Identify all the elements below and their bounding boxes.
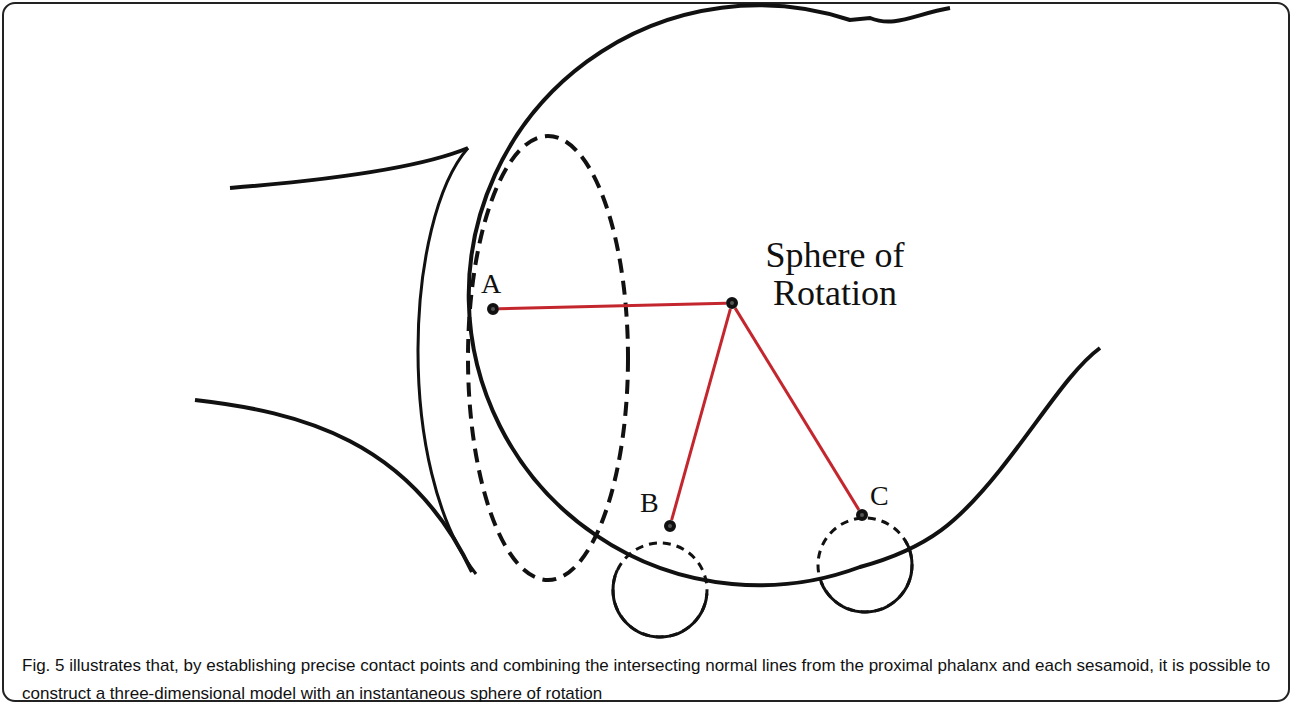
point-label: A — [481, 269, 501, 298]
sesamoid — [818, 518, 912, 612]
normal-line — [735, 308, 859, 510]
phalanx-outline — [195, 400, 472, 572]
metatarsal-head — [469, 5, 1100, 585]
sesamoid — [613, 543, 707, 637]
frame — [3, 3, 1289, 701]
phalanx-outline — [230, 148, 468, 188]
point-centre — [491, 307, 495, 311]
figure-caption: Fig. 5 illustrates that, by establishing… — [22, 652, 1272, 704]
point-label: Sphere of Rotation — [740, 237, 930, 313]
normal-line — [672, 309, 731, 520]
point-label: B — [640, 488, 659, 517]
point-centre — [860, 513, 864, 517]
sesamoid — [818, 518, 912, 612]
contact-point: Sphere of Rotation — [726, 297, 738, 309]
point-centre — [730, 301, 734, 305]
sesamoid — [613, 543, 707, 637]
point-centre — [668, 524, 672, 528]
point-label: C — [870, 481, 889, 510]
contact-point: B — [664, 520, 676, 532]
articular-surface — [468, 136, 628, 580]
normal-line — [499, 303, 726, 309]
contact-point: A — [487, 303, 499, 315]
contact-point: C — [856, 509, 868, 521]
